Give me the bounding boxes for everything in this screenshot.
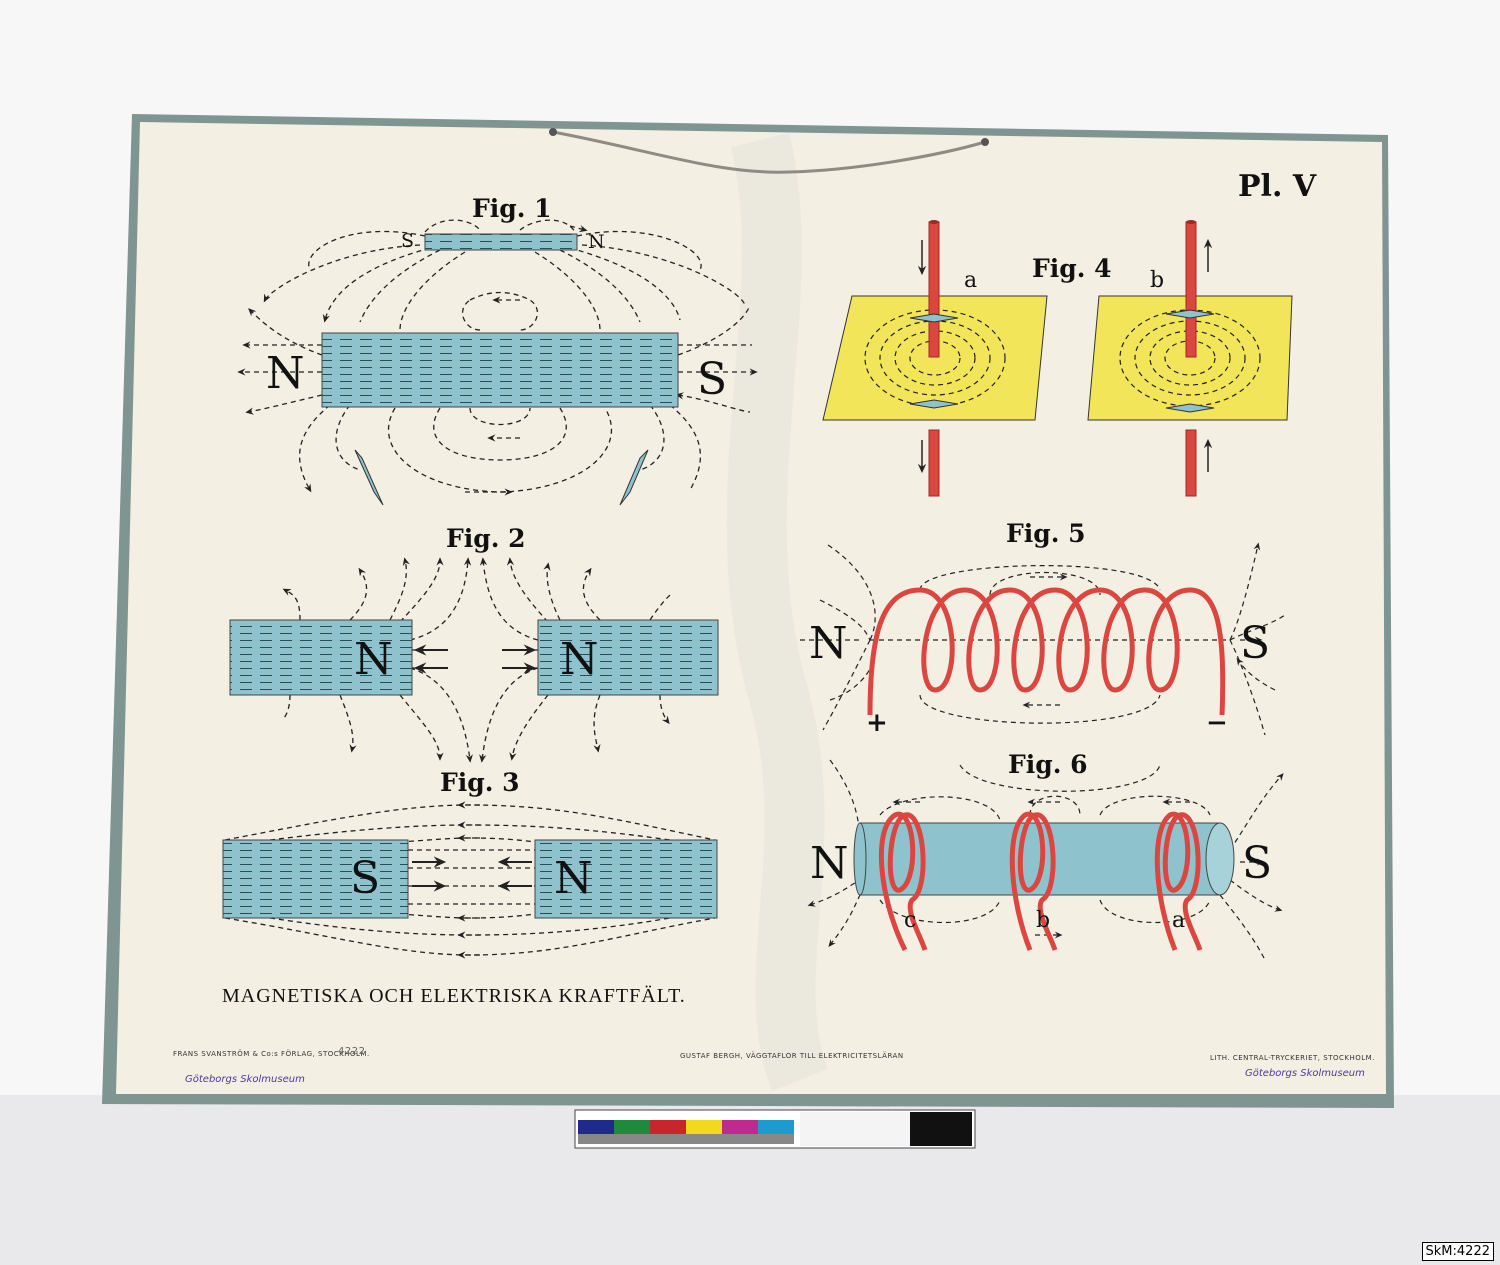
fig3-left-pole: S [350,853,381,904]
fig6-label: Fig. 6 [1008,750,1088,779]
fig6-a: a [1172,908,1186,933]
fig1-compass-needle-left [354,449,384,506]
fig1-big-s: S [697,354,728,405]
fig5-n: N [809,618,848,669]
footer-series: GUSTAF BERGH, VÄGGTAFLOR TILL ELEKTRICIT… [680,1052,904,1060]
fig6-s: S [1242,838,1273,889]
water-stain [726,132,829,1092]
poster-title: MAGNETISKA OCH ELEKTRISKA KRAFTFÄLT. [222,985,686,1007]
fig4b-diagram [1087,220,1293,497]
fig5-coil [867,587,1226,716]
fig1-diagram [237,219,758,496]
museum-id: SkM:4222 [1421,1242,1494,1261]
eyelet-right [981,138,989,146]
fig5-s: S [1240,618,1271,669]
fig4-label: Fig. 4 [1032,254,1112,283]
fig4-b: b [1150,268,1165,293]
fig6-n: N [810,838,849,889]
fig1-label: Fig. 1 [472,194,552,223]
stamp-right: Göteborgs Skolmuseum [1245,1068,1365,1079]
fig5-minus: − [1206,708,1228,738]
fig2-right-pole: N [560,634,599,685]
plate-number: Pl. V [1238,169,1317,204]
hanging-cord [552,130,986,174]
color-scale-card [574,1109,976,1149]
fig6-coils [878,811,1203,952]
footer-number: 4222 [338,1046,366,1057]
fig3-arrows [412,856,532,892]
fig4-a: a [964,268,978,293]
fig2-arrows [413,644,537,674]
eyelet-left [549,128,557,136]
fig4a-diagram [822,220,1048,497]
fig1-big-n: N [266,348,305,399]
footer-printer: LITH. CENTRAL-TRYCKERIET, STOCKHOLM. [1210,1054,1375,1062]
fig2-label: Fig. 2 [446,524,526,553]
fig5-plus: + [866,708,888,738]
fig1-small-n: N [588,231,605,253]
fig2-left-pole: N [354,634,393,685]
fig5-field [800,542,1286,736]
fig3-right-pole: N [554,853,593,904]
fig6-b: b [1036,908,1051,933]
fig2-diagram [281,557,671,763]
fig1-small-s: S [401,230,415,252]
fig3-diagram [224,801,716,959]
stamp-left: Göteborgs Skolmuseum [185,1074,305,1085]
fig1-compass-needle-right [619,449,649,506]
fig3-label: Fig. 3 [440,768,520,797]
fig5-label: Fig. 5 [1006,519,1086,548]
footer-publisher: FRANS SVANSTRÖM & Co:s FÖRLAG, STOCKHOLM… [173,1050,370,1058]
fig6-c: c [904,908,917,933]
